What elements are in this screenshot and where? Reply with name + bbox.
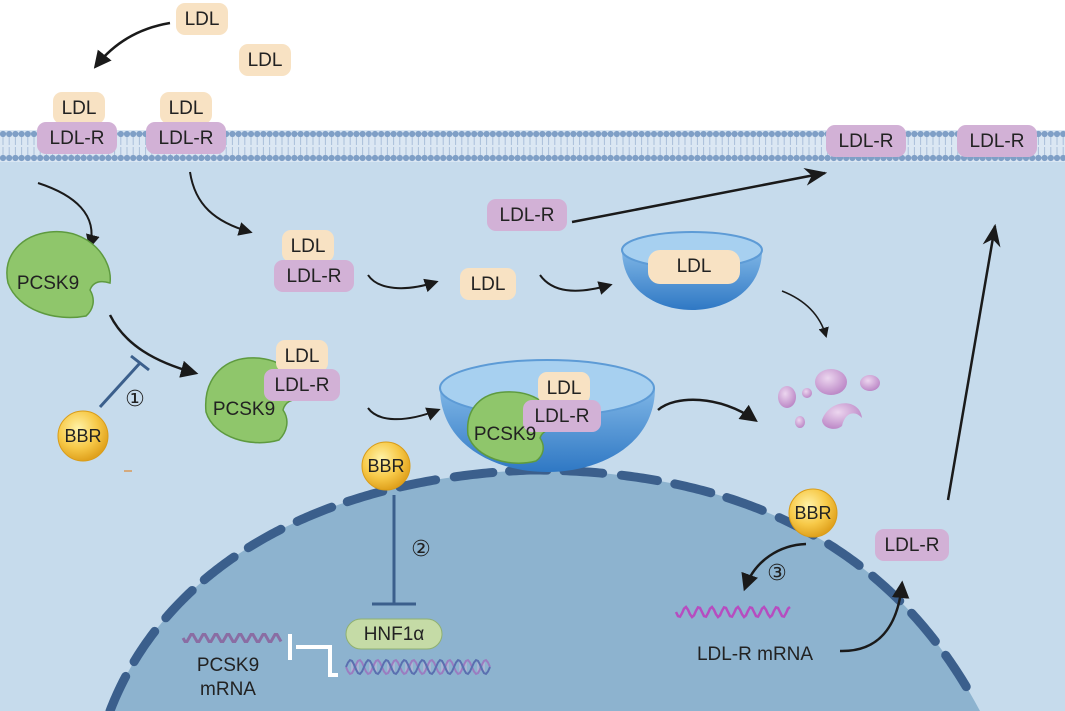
translation-arrow [839, 580, 910, 653]
ldlr-label: LDL-R [970, 131, 1025, 152]
ldlr-mrna-label: LDL-R mRNA [697, 644, 813, 665]
pcsk9-ldlr-complex: LDL LDL-R PCSK9 [204, 340, 340, 444]
ldl-label: LDL [169, 98, 204, 119]
bbr-molecule: BBR [361, 441, 411, 491]
uptake-arrow [93, 21, 171, 69]
hnf1a-factor: HNF1α [345, 618, 443, 650]
ldlr-recycled: LDL-R [487, 199, 567, 231]
ldl-label: LDL [471, 274, 506, 295]
ldlr-label: LDL-R [275, 375, 330, 396]
ldlr-label: LDL-R [50, 128, 105, 149]
ldl-particle: LDL [239, 44, 291, 76]
flow-arrow [37, 182, 100, 249]
step-3-marker: ③ [767, 561, 787, 586]
pcsk9-label: PCSK9 [17, 273, 79, 294]
hnf1a-label: HNF1α [364, 624, 425, 645]
ldlr-label: LDL-R [885, 535, 940, 556]
pcsk9-mrna-label: mRNA [200, 679, 256, 700]
flow-arrow [189, 171, 253, 236]
flow-arrow [539, 274, 613, 295]
recycle-arrow [571, 168, 828, 224]
ldl-ldlr-complex: LDL LDL-R [146, 92, 226, 154]
inhibition-1 [98, 354, 150, 409]
bbr-molecule: BBR [57, 410, 109, 462]
ldl-label: LDL [248, 50, 283, 71]
step-1-marker: ① [125, 387, 145, 412]
bbr-label: BBR [64, 426, 101, 446]
ldlr-label: LDL-R [500, 205, 555, 226]
bbr-label: BBR [794, 503, 831, 523]
ldlr-membrane: LDL-R [957, 125, 1037, 157]
ldl-ldlr-complex: LDL LDL-R [274, 230, 354, 292]
trafficking-arrow [946, 223, 1001, 501]
pcsk9-label: PCSK9 [474, 424, 536, 445]
bbr-molecule: BBR [788, 488, 838, 538]
pcsk9-mrna-label: PCSK9 [197, 655, 259, 676]
ldl-label: LDL [285, 346, 320, 367]
degraded-fragments [778, 369, 880, 429]
ldl-particle: LDL [176, 3, 228, 35]
ldlr-label: LDL-R [839, 131, 894, 152]
ldl-label: LDL [677, 256, 712, 277]
ldl-label: LDL [291, 236, 326, 257]
inhibition-2 [372, 495, 416, 606]
ldlr-label: LDL-R [535, 406, 590, 427]
flow-arrow [108, 314, 199, 378]
bbr-label: BBR [367, 456, 404, 476]
lysosome-complex: LDL LDL-R PCSK9 [439, 359, 655, 472]
ldl-label: LDL [547, 378, 582, 399]
degradation-arrow [781, 290, 829, 339]
ldlr-label: LDL-R [159, 128, 214, 149]
pcsk9-mrna-strand [181, 633, 283, 643]
nucleus [105, 465, 980, 711]
ldlr-label: LDL-R [287, 266, 342, 287]
flow-arrow [367, 274, 439, 293]
pcsk9-protein: PCSK9 [6, 231, 111, 319]
repression-symbol [288, 634, 338, 677]
step-2-marker: ② [411, 537, 431, 562]
ldl-label: LDL [185, 9, 220, 30]
ldl-free: LDL [460, 268, 516, 300]
lysosome-ldl: LDL [621, 231, 763, 310]
flow-arrow [657, 398, 758, 423]
ldlr-mrna-strand [674, 605, 791, 619]
ldlr-new: LDL-R [875, 529, 949, 561]
ldl-label: LDL [62, 98, 97, 119]
pcsk9-label: PCSK9 [213, 399, 275, 420]
ldlr-membrane: LDL-R [826, 125, 906, 157]
flow-arrow [367, 407, 441, 421]
dna-helix [345, 658, 491, 676]
ldl-ldlr-complex: LDL LDL-R [37, 92, 117, 154]
stabilization-arrow [741, 542, 807, 592]
